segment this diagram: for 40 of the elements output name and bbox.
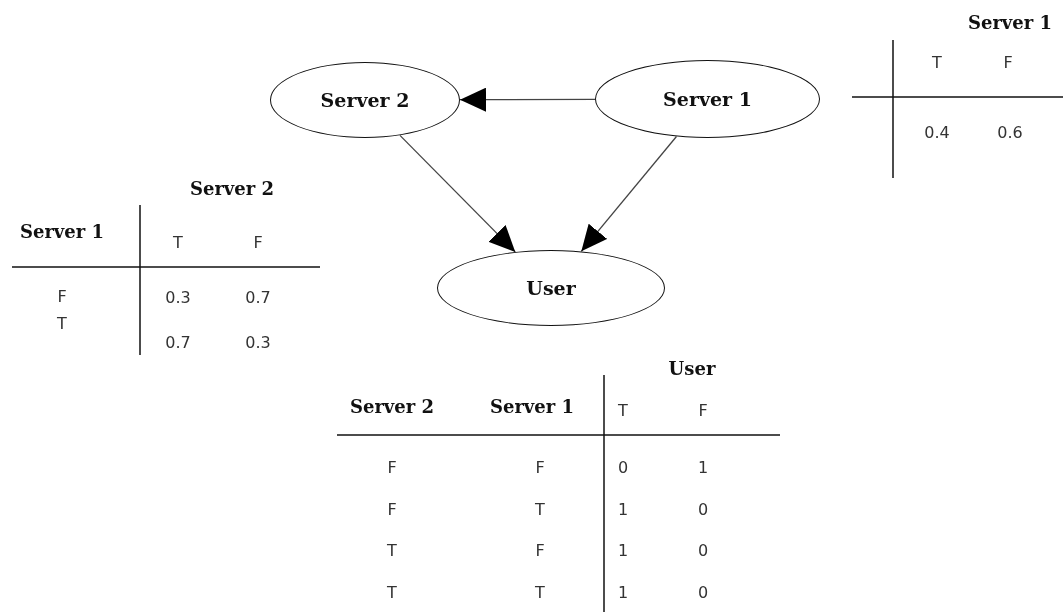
table-header: Server 2 bbox=[189, 177, 275, 199]
node-label: Server 2 bbox=[320, 89, 410, 111]
table-value: 0.7 bbox=[165, 332, 191, 352]
table-value: 0 bbox=[697, 499, 709, 519]
table-value: 0 bbox=[617, 457, 629, 477]
table-value: 0.4 bbox=[924, 122, 950, 142]
node-label: Server 1 bbox=[663, 88, 752, 110]
table-header: Server 1 bbox=[489, 395, 575, 417]
table-header: Server 1 bbox=[967, 11, 1053, 33]
table-value: 0 bbox=[697, 540, 709, 560]
table-value: F bbox=[387, 457, 397, 477]
arrow bbox=[459, 87, 596, 112]
table-value: 0.7 bbox=[245, 287, 271, 307]
table-value: 0.3 bbox=[165, 287, 191, 307]
table-value: 0.6 bbox=[997, 122, 1023, 142]
node-label: User bbox=[526, 277, 576, 299]
table-value: 1 bbox=[617, 499, 629, 519]
table-value: F bbox=[698, 400, 708, 420]
table-value: T bbox=[173, 232, 183, 252]
table-value: F bbox=[387, 499, 397, 519]
table-value: F bbox=[57, 286, 67, 306]
table-value: T bbox=[387, 540, 397, 560]
table-value: 0 bbox=[697, 582, 709, 602]
table-value: 1 bbox=[617, 540, 629, 560]
table-value: 1 bbox=[617, 582, 629, 602]
table-header: Server 2 bbox=[349, 395, 435, 417]
table-value: F bbox=[1003, 52, 1013, 72]
table-value: T bbox=[387, 582, 397, 602]
table-value: T bbox=[535, 582, 545, 602]
table-value: T bbox=[618, 400, 628, 420]
table-value: 1 bbox=[697, 457, 709, 477]
table-value: F bbox=[253, 232, 263, 252]
table-value: T bbox=[57, 313, 67, 333]
table-header: Server 1 bbox=[19, 220, 105, 242]
table-value: F bbox=[535, 540, 545, 560]
table-value: F bbox=[535, 457, 545, 477]
table-value: T bbox=[535, 499, 545, 519]
table-value: T bbox=[932, 52, 942, 72]
table-header: User bbox=[668, 357, 716, 379]
table-value: 0.3 bbox=[245, 332, 271, 352]
